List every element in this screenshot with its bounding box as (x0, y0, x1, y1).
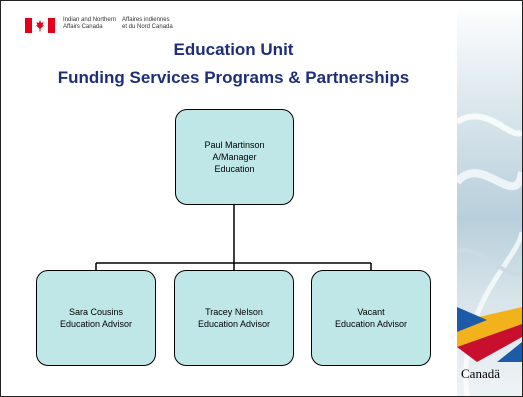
canada-wordmark-logo: Canadä (461, 366, 500, 381)
manager-role: A/Manager (212, 152, 257, 162)
advisor-role: Education Advisor (334, 319, 408, 329)
slide-title: Education Unit (173, 40, 294, 59)
manager-name: Paul Martinson (204, 140, 265, 150)
slide-subtitle: Funding Services Programs & Partnerships (57, 68, 410, 87)
manager-box: Paul Martinson A/Manager Education (175, 109, 294, 205)
canada-flag-icon (25, 18, 55, 33)
decorative-sidebar (457, 2, 522, 396)
advisor-name: Vacant (357, 307, 385, 317)
advisor-box: Tracey Nelson Education Advisor (174, 270, 294, 366)
manager-unit: Education (214, 164, 255, 174)
advisor-name: Sara Cousins (68, 307, 123, 317)
advisor-role: Education Advisor (59, 319, 133, 329)
advisor-box: Vacant Education Advisor (311, 270, 431, 366)
advisor-name: Tracey Nelson (205, 307, 263, 317)
advisor-box: Sara Cousins Education Advisor (36, 270, 156, 366)
advisor-role: Education Advisor (197, 319, 271, 329)
